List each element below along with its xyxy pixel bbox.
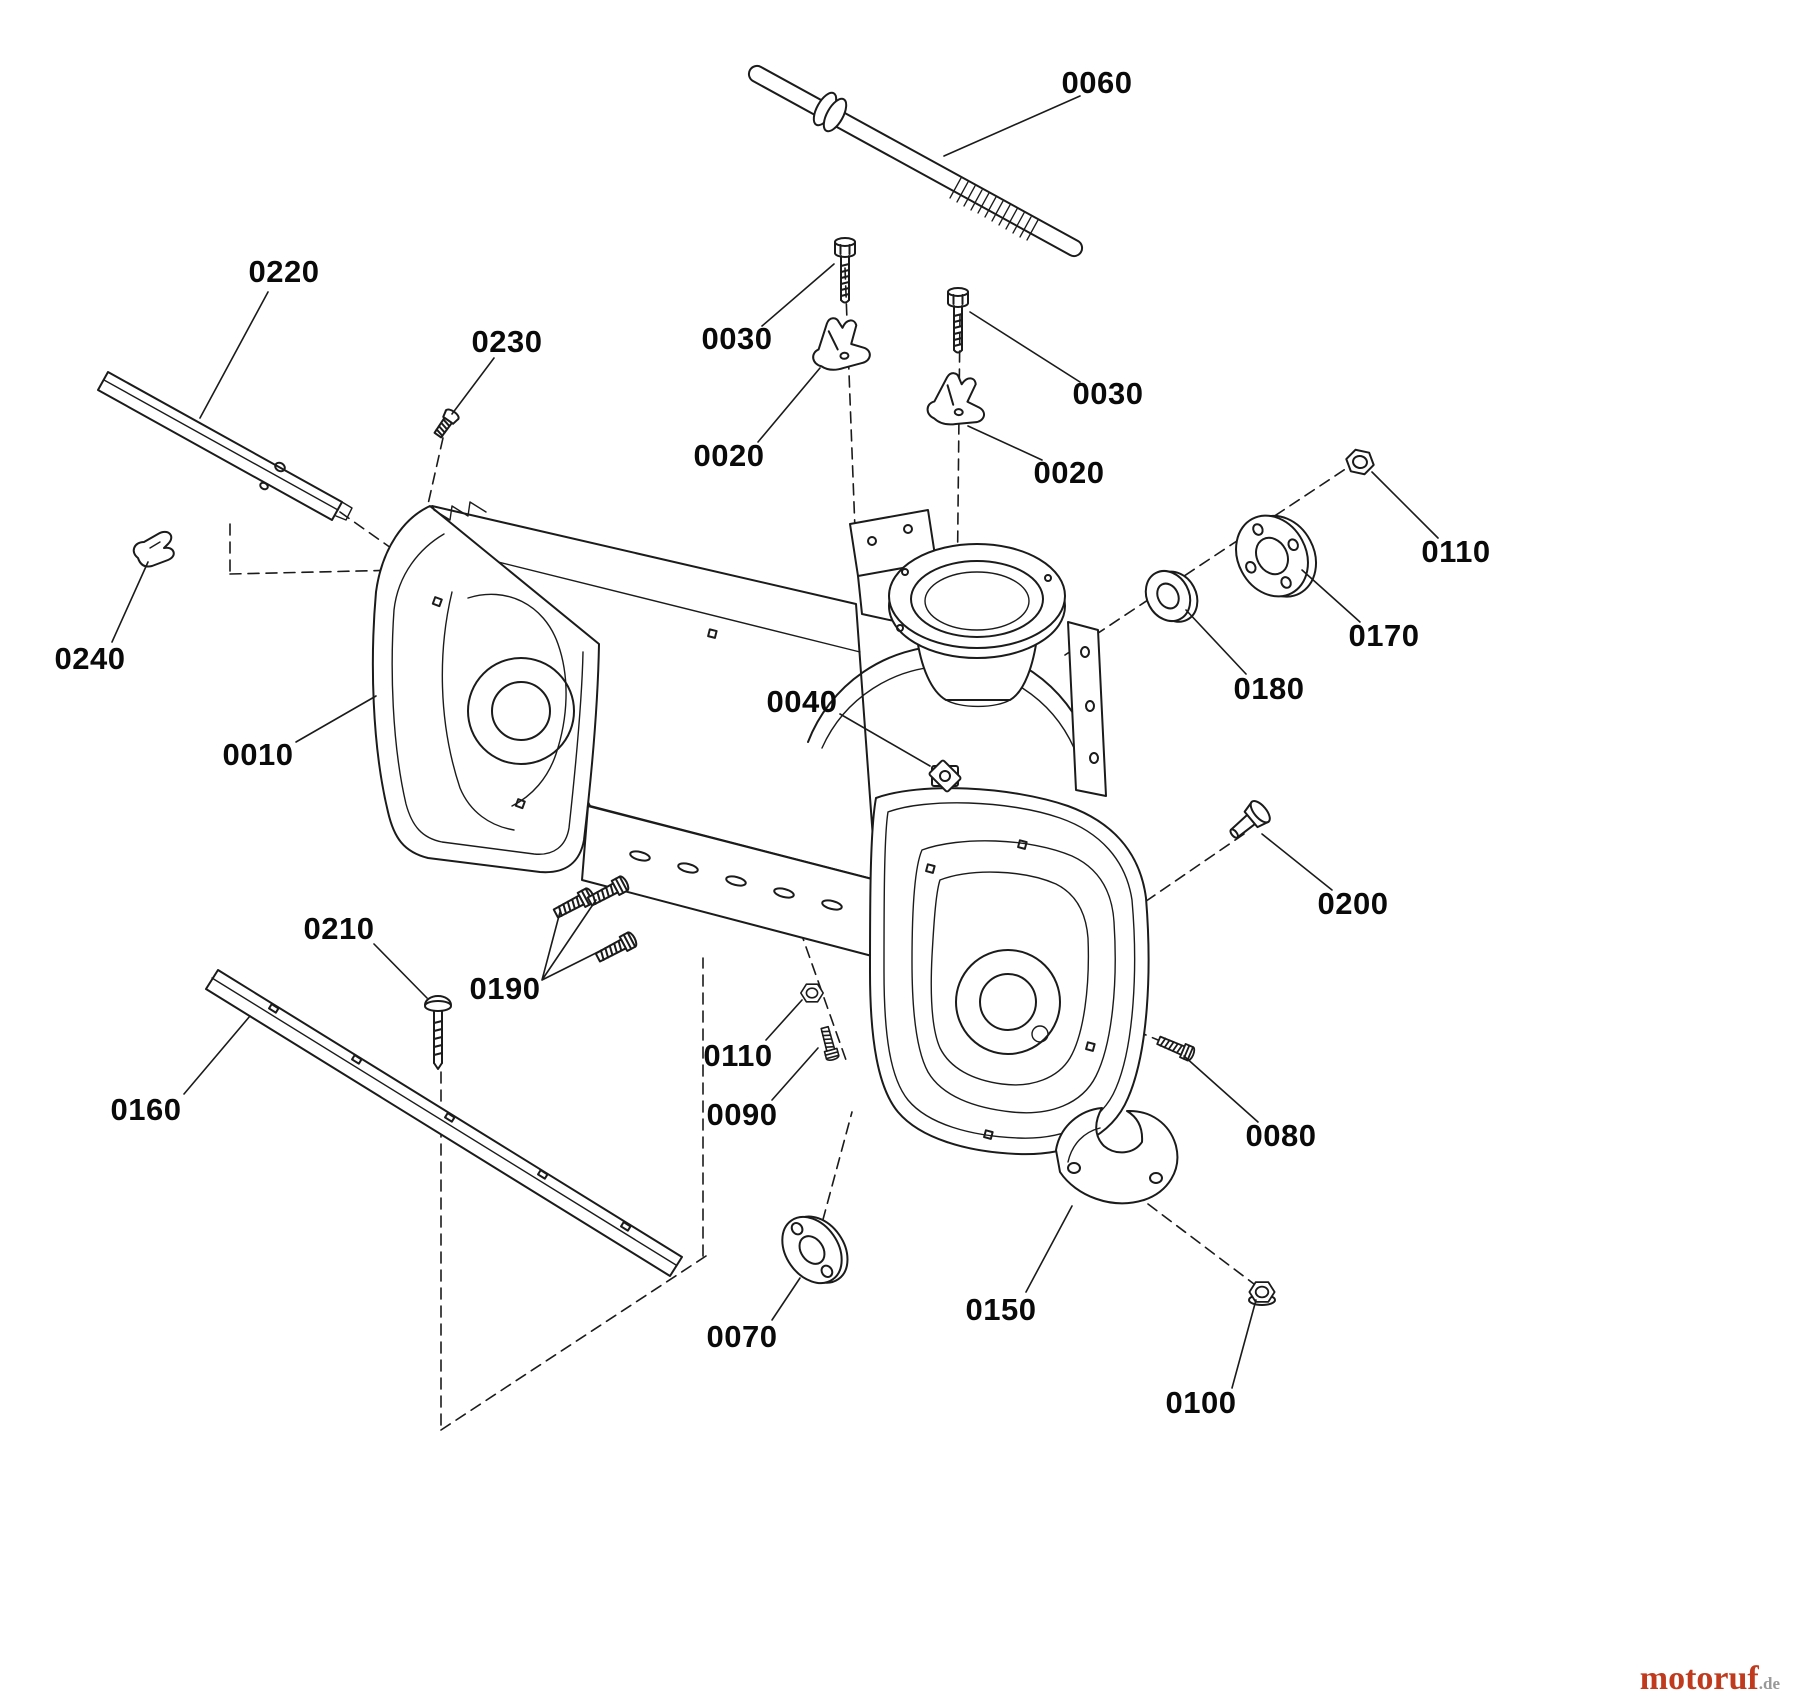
part-label-0210: 0210 bbox=[303, 911, 375, 946]
part-0160-scraper-bar bbox=[205, 969, 683, 1277]
part-label-0100: 0100 bbox=[1165, 1385, 1237, 1420]
part-0100-nut bbox=[1248, 1281, 1276, 1306]
part-label-0030-left: 0030 bbox=[701, 321, 773, 356]
part-label-0020-right: 0020 bbox=[1033, 455, 1105, 490]
part-0040-star-washer bbox=[928, 759, 962, 793]
part-0190-bolt-3 bbox=[593, 929, 640, 966]
part-0200-shoulder-bolt bbox=[1229, 800, 1271, 839]
part-label-0180: 0180 bbox=[1233, 671, 1305, 706]
part-0110-nut-mid bbox=[799, 983, 825, 1003]
part-0110-nut-top bbox=[1343, 447, 1377, 477]
small-parts bbox=[97, 64, 1377, 1306]
part-label-0190: 0190 bbox=[469, 971, 541, 1006]
right-side-plate bbox=[869, 787, 1150, 1156]
chute-collar bbox=[849, 509, 1066, 708]
part-0010-auger-housing bbox=[371, 501, 1150, 1156]
part-label-0160: 0160 bbox=[110, 1092, 182, 1127]
leader-lines bbox=[111, 95, 1439, 1389]
part-0030-bolt-left bbox=[834, 237, 856, 304]
part-label-0150: 0150 bbox=[965, 1292, 1037, 1327]
part-0080-bolt bbox=[1155, 1032, 1197, 1063]
part-0020-clip-left bbox=[808, 313, 873, 373]
part-0210-screw bbox=[424, 995, 452, 1070]
watermark-main-text: motoruf bbox=[1639, 1660, 1759, 1697]
part-label-0110-mid: 0110 bbox=[703, 1038, 773, 1073]
part-0020-clip-right bbox=[925, 370, 988, 428]
part-0060-shaft bbox=[747, 64, 1084, 258]
part-label-0020-left: 0020 bbox=[693, 438, 765, 473]
part-label-0200: 0200 bbox=[1317, 886, 1389, 921]
part-label-0170: 0170 bbox=[1348, 618, 1420, 653]
part-0240-clip bbox=[132, 530, 175, 568]
part-0150-bearing-retainer bbox=[1055, 1107, 1179, 1205]
watermark-logo[interactable]: motoruf.de bbox=[1640, 1662, 1780, 1696]
part-0170-flange bbox=[1235, 514, 1317, 598]
part-label-0230: 0230 bbox=[471, 324, 543, 359]
part-label-0240: 0240 bbox=[54, 641, 126, 676]
part-label-0030-right: 0030 bbox=[1072, 376, 1144, 411]
left-side-plate bbox=[371, 501, 600, 874]
part-0220-rail bbox=[97, 371, 353, 521]
part-0180-bearing bbox=[1144, 570, 1199, 623]
part-label-0060: 0060 bbox=[1061, 65, 1133, 100]
part-label-0090: 0090 bbox=[706, 1097, 778, 1132]
watermark-suffix-text: .de bbox=[1758, 1674, 1780, 1693]
part-label-0040: 0040 bbox=[766, 684, 838, 719]
part-0070-flange-bearing bbox=[781, 1215, 849, 1285]
part-0030-bolt-right bbox=[947, 287, 969, 354]
part-label-0110-top: 0110 bbox=[1421, 534, 1491, 569]
part-label-0070: 0070 bbox=[706, 1319, 778, 1354]
part-label-0010: 0010 bbox=[222, 737, 294, 772]
part-label-0080: 0080 bbox=[1245, 1118, 1317, 1153]
part-0230-screw bbox=[430, 406, 462, 441]
part-label-0220: 0220 bbox=[248, 254, 320, 289]
